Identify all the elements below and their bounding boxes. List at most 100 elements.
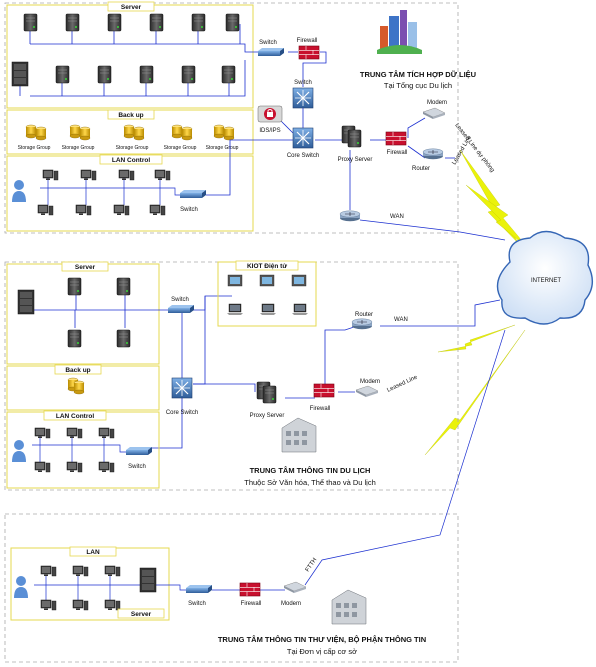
- zone1-lan-pcs: [37, 169, 171, 216]
- zone2-modem-icon: [355, 385, 379, 398]
- pc-icon: [104, 565, 121, 577]
- zone2-modem-label: Modem: [360, 379, 380, 385]
- zone3-modem-icon: [283, 581, 307, 594]
- zone2-wan-label: WAN: [394, 317, 408, 323]
- zone3-lan-label: LAN: [86, 549, 100, 556]
- zone2-core-switch-icon: [171, 377, 193, 399]
- laptop-icon: [259, 303, 277, 316]
- zone2-kiot-label: KIOT Điện tử: [247, 263, 287, 270]
- server-icon: [116, 329, 131, 348]
- user-icon: [12, 440, 26, 462]
- data-center-city-icon: [377, 10, 422, 54]
- laptop-icon: [291, 303, 309, 316]
- storage-icon: [171, 124, 183, 139]
- zone3-server-label: Server: [131, 611, 152, 618]
- zone3-firewall-label: Firewall: [241, 601, 262, 607]
- pc-icon: [42, 169, 59, 181]
- zone2-title: TRUNG TÂM THÔNG TIN DU LỊCH: [250, 466, 371, 475]
- zone3-subtitle: Tại Đơn vị cấp cơ sở: [287, 647, 357, 656]
- pc-icon: [40, 599, 57, 611]
- pc-icon: [149, 204, 166, 216]
- zone3-ftth-label: FTTH: [305, 557, 319, 573]
- zone2-kiot-box: [217, 261, 317, 327]
- zone2-lan-label: LAN Control: [56, 413, 94, 420]
- zone-tourism-info-center: Server KIOT Điện tử: [4, 260, 501, 491]
- zone1-firewall2-label: Firewall: [387, 150, 408, 156]
- zone-library-info-center: LAN Server Switch Firewall Modem FTTH: [4, 329, 506, 663]
- zone1-server-row-bottom: [11, 61, 236, 87]
- storage-icon: [123, 124, 135, 139]
- pc-icon: [66, 461, 83, 473]
- zone1-core-switch-label: Core Switch: [287, 153, 319, 159]
- zone1-router-label: Router: [412, 166, 430, 172]
- server-icon: [67, 329, 82, 348]
- server-icon: [107, 13, 122, 32]
- server-rack-icon: [11, 61, 29, 87]
- pc-icon: [98, 427, 115, 439]
- server-icon: [67, 277, 82, 296]
- server-icon: [221, 65, 236, 84]
- kiosk-icon: [291, 274, 307, 287]
- tourism-center-building-icon: [281, 417, 317, 453]
- user-icon: [14, 576, 28, 598]
- storage-icon: [25, 124, 37, 139]
- pc-icon: [104, 599, 121, 611]
- server-icon: [225, 13, 240, 32]
- zone1-backup-label: Back up: [118, 112, 143, 119]
- zone1-core-switch-icon: [292, 127, 314, 149]
- zone-data-integration-center: Server Back up: [4, 1, 506, 241]
- zone1-storage-groups: Storage Group Storage Group Storage Grou…: [18, 124, 239, 151]
- internet-label: INTERNET: [531, 278, 561, 284]
- zone1-router-icon: [422, 148, 444, 160]
- server-rack-icon: [139, 567, 157, 593]
- storage-icon: [69, 124, 81, 139]
- pc-icon: [75, 204, 92, 216]
- storage-icon: [73, 380, 85, 395]
- storage-label: Storage Group: [164, 145, 197, 151]
- zone1-lan-switch-label: Switch: [180, 207, 198, 213]
- server-rack-icon: [17, 289, 35, 315]
- zone2-backup-label: Back up: [65, 367, 90, 374]
- zone1-lan-box: [6, 155, 254, 232]
- storage-label: Storage Group: [116, 145, 149, 151]
- storage-icon: [213, 124, 225, 139]
- ids-ips-icon: [257, 105, 283, 123]
- zone2-router-label: Router: [355, 312, 373, 318]
- zone1-title: TRUNG TÂM TÍCH HỢP DỮ LIỆU: [360, 70, 476, 79]
- server-icon: [65, 13, 80, 32]
- pc-icon: [72, 565, 89, 577]
- server-icon: [181, 65, 196, 84]
- pc-icon: [34, 461, 51, 473]
- internet-cloud: INTERNET: [496, 230, 593, 325]
- zone1-switch-top-icon: [258, 48, 284, 56]
- zone3-switch-icon: [186, 585, 212, 593]
- pc-icon: [98, 461, 115, 473]
- pc-icon: [113, 204, 130, 216]
- zone2-lan-pcs: [34, 427, 115, 473]
- kiosk-icon: [227, 274, 243, 287]
- zone2-firewall-label: Firewall: [310, 406, 331, 412]
- zone1-subtitle: Tại Tổng cục Du lịch: [384, 81, 452, 90]
- zone3-title: TRUNG TÂM THÔNG TIN THƯ VIỆN, BỘ PHẬN TH…: [218, 635, 426, 644]
- pc-icon: [80, 169, 97, 181]
- zone2-proxy-server-icon: [262, 385, 277, 404]
- zone1-switch-mid-label: Switch: [294, 80, 312, 86]
- zone2-lan-switch-icon: [126, 447, 152, 455]
- zone1-server-label: Server: [121, 4, 142, 11]
- zone2-firewall-icon: [313, 383, 335, 398]
- pc-icon: [37, 204, 54, 216]
- zone1-modem-label: Modem: [427, 100, 447, 106]
- pc-icon: [72, 599, 89, 611]
- server-icon: [139, 65, 154, 84]
- zone2-router-icon: [351, 318, 373, 330]
- zone1-proxy-server-icon: [347, 129, 362, 148]
- storage-icon: [181, 126, 193, 141]
- zone1-switch-top-label: Switch: [259, 40, 277, 46]
- zone1-switch-mid-icon: [292, 87, 314, 109]
- laptop-icon: [226, 303, 244, 316]
- storage-label: Storage Group: [206, 145, 239, 151]
- zone3-switch-label: Switch: [188, 601, 206, 607]
- storage-label: Storage Group: [18, 145, 51, 151]
